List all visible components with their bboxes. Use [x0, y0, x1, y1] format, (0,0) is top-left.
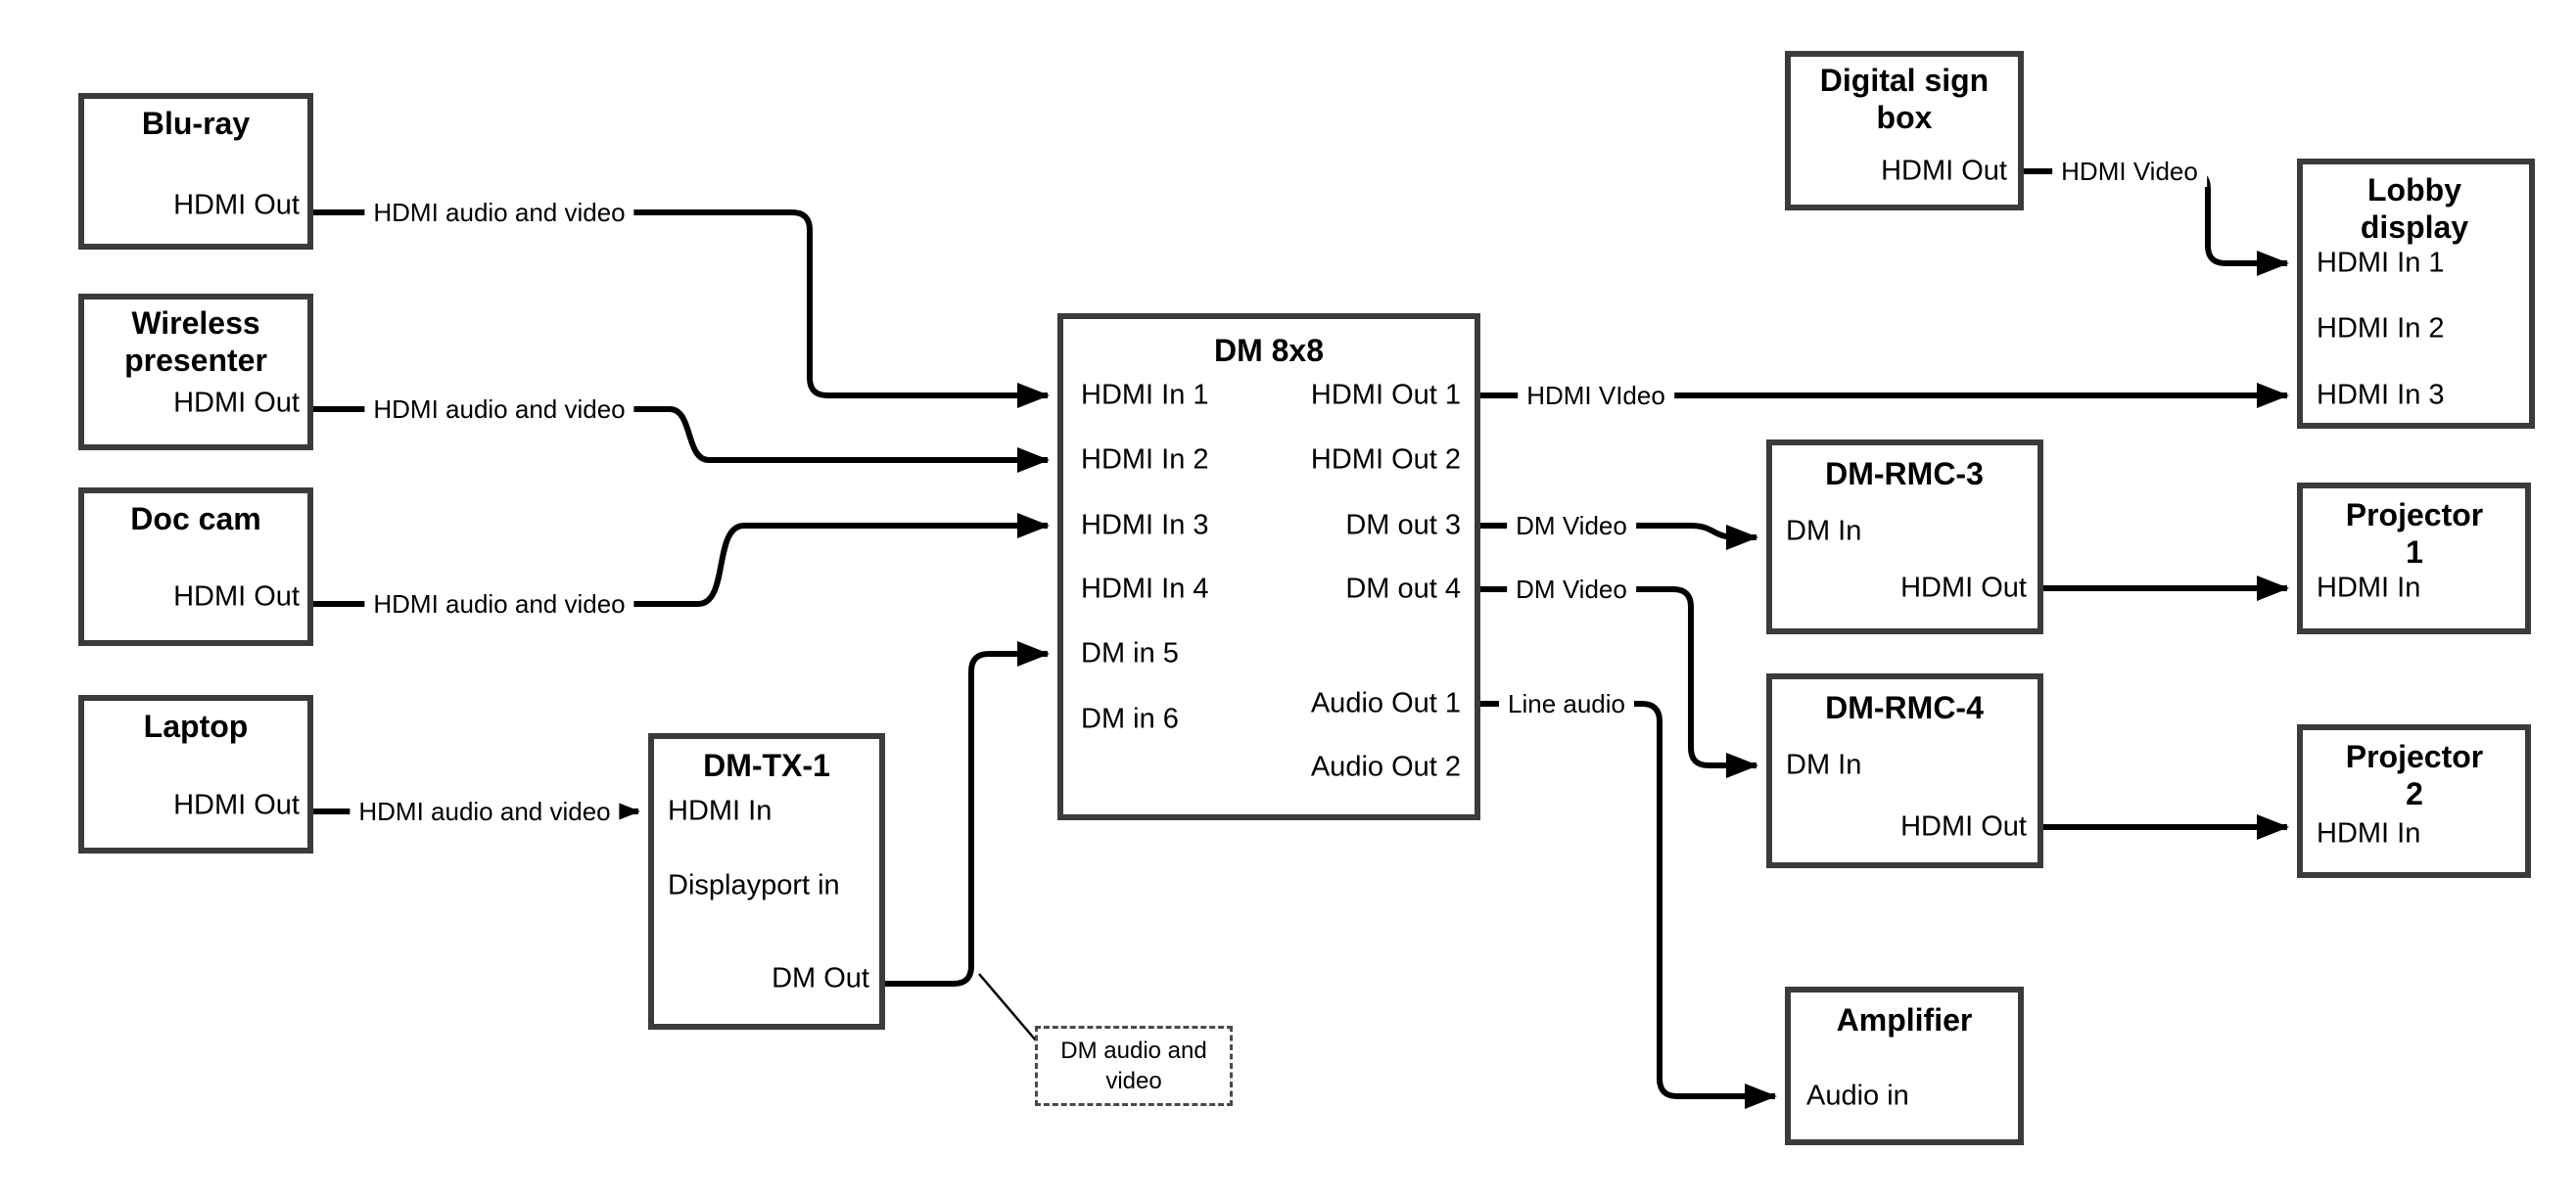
- edge-doccam-to-dm8x8-hdmi-in3: [313, 513, 1050, 607]
- port-dm-rmc-3-hdmi-out: HDMI Out: [1900, 572, 2027, 604]
- port-amplifier-audio-in: Audio in: [1806, 1080, 1909, 1112]
- port-dm-8x8-audio-out-2: Audio Out 2: [1310, 751, 1461, 783]
- port-dm-8x8-dm-in-5: DM in 5: [1081, 637, 1179, 670]
- port-dm-8x8-hdmi-in-4: HDMI In 4: [1081, 573, 1209, 605]
- edge-dm8x8-dmout3-to-dmrmc3-dm-in: [1480, 523, 1758, 550]
- port-wireless-hdmi-out: HDMI Out: [173, 387, 300, 419]
- edge-label-dm-out4: DM Video: [1507, 574, 1636, 605]
- port-doc-cam-hdmi-out: HDMI Out: [173, 580, 300, 613]
- node-lobby-display-title: Lobby display: [2360, 172, 2469, 245]
- port-dm-tx-1-hdmi-in: HDMI In: [668, 795, 773, 827]
- node-dm-rmc-4-title: DM-RMC-4: [1825, 690, 1984, 725]
- node-amplifier: [1785, 987, 2024, 1145]
- edge-label-sign: HDMI Video: [2052, 156, 2207, 187]
- node-blu-ray: [78, 93, 313, 250]
- port-dm-8x8-dm-out-4: DM out 4: [1345, 573, 1461, 605]
- node-projector-1: [2297, 483, 2531, 634]
- node-wireless: [78, 294, 313, 450]
- port-dm-rmc-4-hdmi-out: HDMI Out: [1900, 810, 2027, 843]
- edge-label-bluray: HDMI audio and video: [364, 197, 634, 228]
- port-dm-8x8-dm-out-3: DM out 3: [1345, 509, 1461, 541]
- port-dm-tx-1-displayport-in: Displayport in: [668, 869, 840, 901]
- node-blu-ray-title: Blu-ray: [141, 106, 251, 141]
- edge-label-laptop: HDMI audio and video: [350, 796, 620, 827]
- node-wireless-title: Wireless presenter: [124, 305, 267, 378]
- edge-dm8x8-dmout4-to-dmrmc4-dm-in: [1480, 586, 1758, 778]
- edge-label-audio-out1: Line audio: [1499, 688, 1634, 719]
- edge-label-hdmi-out1: HDMI VIdeo: [1518, 380, 1674, 411]
- node-dm-8x8: [1057, 313, 1480, 820]
- edge-dmtx1-dmout-to-dm8x8-dm-in5: [885, 641, 1050, 987]
- edge-bluray-to-dm8x8-hdmi-in1: [313, 209, 1050, 408]
- port-projector-1-hdmi-in: HDMI In: [2317, 572, 2421, 604]
- port-dm-tx-1-dm-out: DM Out: [772, 962, 869, 994]
- node-dm-tx-1-title: DM-TX-1: [703, 748, 830, 783]
- node-dm-rmc-3: [1766, 439, 2043, 634]
- node-digital-sign-title: Digital sign box: [1819, 63, 1990, 135]
- node-lobby-display: [2297, 159, 2535, 429]
- edge-label-wireless: HDMI audio and video: [364, 393, 634, 425]
- port-dm-8x8-dm-in-6: DM in 6: [1081, 703, 1179, 735]
- edge-wireless-to-dm8x8-hdmi-in2: [313, 406, 1050, 473]
- note-leader-line: [978, 973, 1037, 1041]
- port-blu-ray-hdmi-out: HDMI Out: [173, 189, 300, 221]
- edge-label-doccam: HDMI audio and video: [364, 588, 634, 620]
- port-dm-8x8-audio-out-1: Audio Out 1: [1310, 687, 1461, 719]
- port-laptop-hdmi-out: HDMI Out: [173, 789, 300, 821]
- node-doc-cam-title: Doc cam: [130, 501, 261, 536]
- port-dm-8x8-hdmi-in-3: HDMI In 3: [1081, 509, 1209, 541]
- edge-label-dm-out3: DM Video: [1507, 510, 1636, 541]
- note-dm-audio-and-video: DM audio and video: [1035, 1026, 1233, 1106]
- node-doc-cam: [78, 487, 313, 646]
- port-digital-sign-hdmi-out: HDMI Out: [1881, 155, 2007, 187]
- node-dm-8x8-title: DM 8x8: [1213, 333, 1325, 368]
- port-dm-rmc-4-dm-in: DM In: [1786, 749, 1862, 781]
- node-dm-rmc-3-title: DM-RMC-3: [1825, 456, 1984, 491]
- port-dm-8x8-hdmi-in-2: HDMI In 2: [1081, 443, 1209, 476]
- port-dm-8x8-hdmi-in-1: HDMI In 1: [1081, 379, 1209, 411]
- node-dm-rmc-4: [1766, 673, 2043, 868]
- port-lobby-hdmi-in-2: HDMI In 2: [2317, 312, 2445, 345]
- node-laptop-title: Laptop: [143, 709, 249, 744]
- node-amplifier-title: Amplifier: [1836, 1002, 1973, 1038]
- port-projector-2-hdmi-in: HDMI In: [2317, 817, 2421, 850]
- node-projector-1-title: Projector 1: [2345, 497, 2484, 570]
- node-projector-2-title: Projector 2: [2345, 739, 2484, 811]
- port-dm-8x8-hdmi-out-1: HDMI Out 1: [1310, 379, 1461, 411]
- port-lobby-hdmi-in-3: HDMI In 3: [2317, 379, 2445, 411]
- port-dm-8x8-hdmi-out-2: HDMI Out 2: [1310, 443, 1461, 476]
- node-laptop: [78, 695, 313, 854]
- port-dm-rmc-3-dm-in: DM In: [1786, 515, 1862, 547]
- edge-dm8x8-audioout1-to-amplifier-audio-in: [1480, 701, 1777, 1109]
- node-dm-tx-1: [648, 733, 885, 1030]
- node-projector-2: [2297, 724, 2531, 878]
- node-digital-sign: [1785, 51, 2024, 210]
- port-lobby-hdmi-in-1: HDMI In 1: [2317, 247, 2445, 279]
- note-text: DM audio and video: [1060, 1037, 1207, 1094]
